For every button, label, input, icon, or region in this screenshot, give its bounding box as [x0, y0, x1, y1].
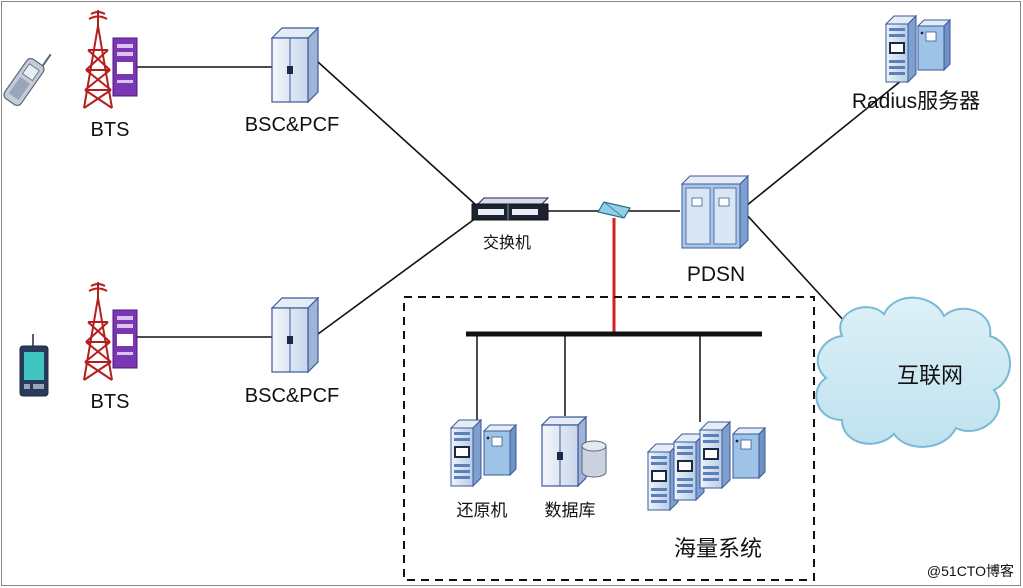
link-pdsn-radius: [745, 71, 913, 207]
bus-drops: [476, 336, 701, 422]
bsc-pcf-top-icon: [271, 27, 319, 103]
link-bsc-switch-bottom: [317, 217, 477, 335]
mobile-phone-icon: [3, 53, 52, 107]
database-icon: [540, 415, 607, 488]
internet-cloud-icon: [815, 296, 1011, 448]
bts-bottom-label: BTS: [91, 391, 130, 413]
pda-device-icon: [19, 334, 49, 397]
database-label: 数据库: [545, 501, 596, 520]
bts-top-icon: [83, 9, 138, 109]
bts-bottom-icon: [83, 281, 138, 381]
link-bsc-switch-top: [317, 61, 477, 206]
switch-label: 交换机: [483, 234, 531, 252]
mass-system-servers-icon: [647, 421, 766, 511]
switch-icon: [471, 197, 550, 221]
mass-system-boundary: [403, 296, 815, 581]
pdsn-server-icon: [680, 174, 750, 250]
bsc-pcf-bottom-icon: [271, 297, 319, 373]
radius-label: Radius服务器: [852, 90, 980, 113]
mass-system-label: 海量系统: [674, 536, 762, 561]
network-tap-icon: [597, 201, 631, 219]
watermark-label: @51CTO博客: [927, 563, 1014, 579]
link-pdsn-internet: [745, 213, 858, 336]
bsc-pcf-bottom-label: BSC&PCF: [245, 385, 339, 407]
bts-top-label: BTS: [91, 119, 130, 141]
internet-label: 互联网: [897, 363, 963, 388]
connection-lines: [137, 61, 913, 338]
radius-server-icon: [885, 15, 951, 83]
bsc-pcf-top-label: BSC&PCF: [245, 114, 339, 136]
restore-machine-icon: [450, 419, 517, 487]
restore-machine-label: 还原机: [457, 501, 508, 520]
pdsn-label: PDSN: [687, 263, 745, 286]
